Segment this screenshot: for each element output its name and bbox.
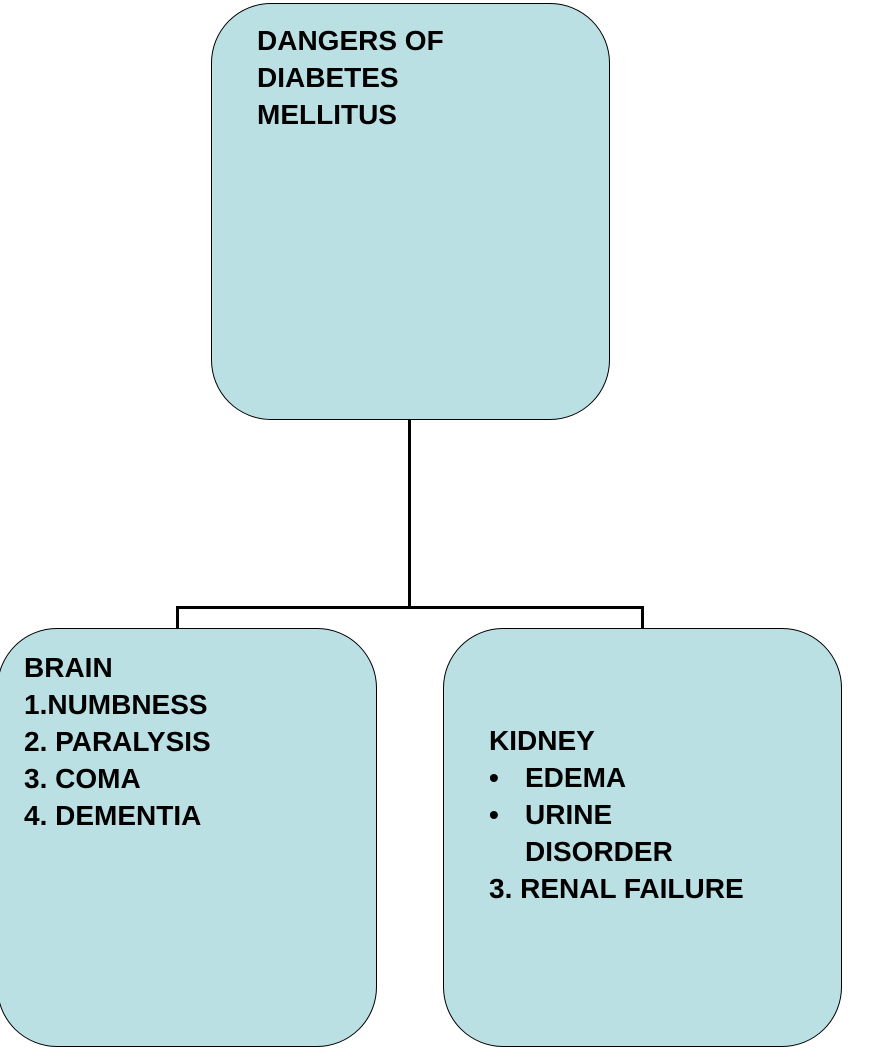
kidney-heading: KIDNEY xyxy=(489,725,595,756)
kidney-item: • URINE xyxy=(489,796,744,833)
brain-node xyxy=(0,628,377,1047)
kidney-item-label: EDEMA xyxy=(525,762,627,793)
kidney-item: 3. RENAL FAILURE xyxy=(489,873,744,904)
connector-vertical xyxy=(408,420,411,608)
kidney-item-continuation: DISORDER xyxy=(525,836,673,867)
brain-heading: BRAIN xyxy=(24,652,113,683)
connector-horizontal xyxy=(176,606,644,609)
bullet-icon: • xyxy=(489,762,499,793)
root-node xyxy=(211,3,610,420)
brain-text: BRAIN 1.NUMBNESS 2. PARALYSIS 3. COMA 4.… xyxy=(24,649,211,834)
root-title-line: DIABETES xyxy=(257,62,399,93)
brain-item: 3. COMA xyxy=(24,763,141,794)
connector-right-drop xyxy=(641,606,644,629)
root-title-line: DANGERS OF xyxy=(257,25,444,56)
bullet-icon: • xyxy=(489,799,499,830)
kidney-node xyxy=(443,628,842,1047)
connector-left-drop xyxy=(176,606,179,629)
brain-item: 4. DEMENTIA xyxy=(24,800,202,831)
brain-item: 1.NUMBNESS xyxy=(24,689,208,720)
kidney-item-label: URINE xyxy=(525,799,613,830)
root-title-line: MELLITUS xyxy=(257,99,397,130)
kidney-item: • EDEMA xyxy=(489,759,744,796)
root-title: DANGERS OF DIABETES MELLITUS xyxy=(257,22,444,133)
kidney-text: KIDNEY • EDEMA • URINE DISORDER 3. RENAL F… xyxy=(489,722,744,907)
brain-item: 2. PARALYSIS xyxy=(24,726,211,757)
